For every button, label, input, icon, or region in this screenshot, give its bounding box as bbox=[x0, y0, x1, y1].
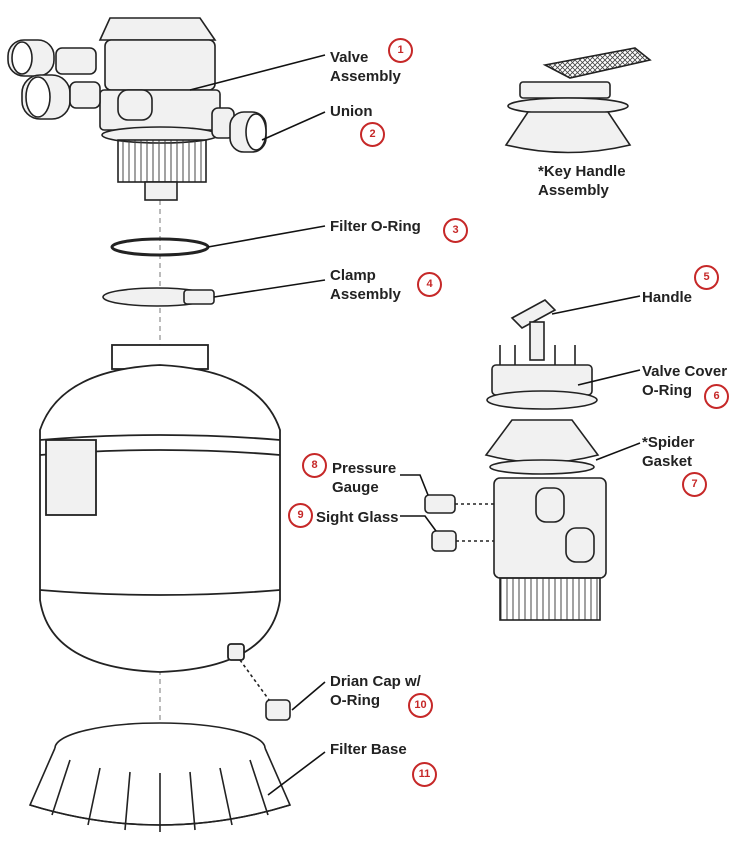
valve-assembly-part bbox=[7, 17, 267, 201]
callout-number-4: 4 bbox=[417, 272, 442, 297]
callout-number-5: 5 bbox=[694, 265, 719, 290]
leader-lines bbox=[189, 54, 641, 796]
callout-number-2: 2 bbox=[360, 122, 385, 147]
filter-base-label: Filter Base bbox=[330, 741, 407, 758]
callout-number-3: 3 bbox=[443, 218, 468, 243]
callout-number-10: 10 bbox=[408, 693, 433, 718]
valve-assembly-label: Valve Assembly bbox=[330, 49, 401, 85]
clamp-assembly-part bbox=[102, 287, 215, 307]
key-handle-assembly-part bbox=[504, 47, 652, 154]
key-handle-assembly-label: *Key Handle Assembly bbox=[538, 163, 626, 199]
callout-number-9: 9 bbox=[288, 503, 313, 528]
filter-tank bbox=[39, 344, 281, 673]
pressure-gauge-part bbox=[424, 494, 494, 514]
callout-number-6: 6 bbox=[704, 384, 729, 409]
spider-gasket-label: *Spider Gasket bbox=[642, 434, 695, 470]
multiport-valve-part bbox=[484, 299, 607, 621]
callout-number-7: 7 bbox=[682, 472, 707, 497]
sight-glass-label: Sight Glass bbox=[316, 509, 399, 526]
sight-glass-part bbox=[431, 530, 494, 552]
callout-number-1: 1 bbox=[388, 38, 413, 63]
drain-cap-part bbox=[239, 659, 291, 721]
callout-number-11: 11 bbox=[412, 762, 437, 787]
clamp-assembly-label: Clamp Assembly bbox=[330, 267, 401, 303]
drain-cap-label: Drian Cap w/ O-Ring bbox=[330, 673, 421, 709]
union-label: Union bbox=[330, 103, 373, 120]
filter-o-ring-label: Filter O-Ring bbox=[330, 218, 421, 235]
filter-base-part bbox=[28, 722, 292, 832]
callout-number-8: 8 bbox=[302, 453, 327, 478]
valve-cover-o-ring-label: Valve Cover O-Ring bbox=[642, 363, 728, 399]
handle-label: Handle bbox=[642, 289, 693, 306]
pressure-gauge-label: Pressure Gauge bbox=[332, 460, 397, 496]
